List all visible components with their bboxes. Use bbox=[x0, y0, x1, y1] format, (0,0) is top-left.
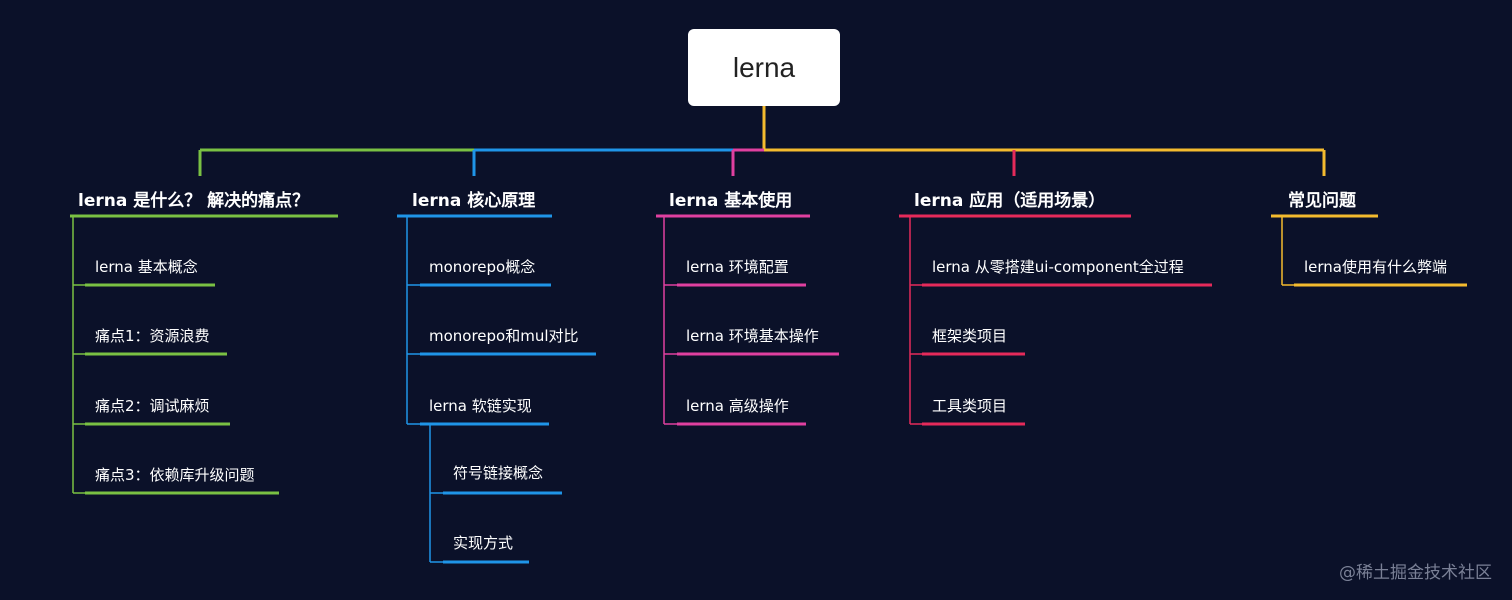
child-node[interactable]: 痛点3：依赖库升级问题 bbox=[95, 466, 255, 484]
child-node[interactable]: lerna 从零搭建ui-component全过程 bbox=[932, 258, 1184, 276]
root-node[interactable]: lerna bbox=[688, 29, 840, 106]
child-node[interactable]: lerna 高级操作 bbox=[686, 397, 789, 415]
child-node[interactable]: lerna 软链实现 bbox=[429, 397, 532, 415]
child-node[interactable]: lerna 基本概念 bbox=[95, 258, 198, 276]
branch-label[interactable]: 常见问题 bbox=[1288, 191, 1356, 211]
child-node[interactable]: lerna 环境基本操作 bbox=[686, 327, 819, 345]
child-node[interactable]: lerna使用有什么弊端 bbox=[1304, 258, 1447, 276]
child-node[interactable]: 框架类项目 bbox=[932, 327, 1008, 345]
child-node[interactable]: 痛点1：资源浪费 bbox=[95, 327, 210, 345]
sub-child-node[interactable]: 实现方式 bbox=[453, 534, 514, 552]
child-node[interactable]: monorepo概念 bbox=[429, 258, 536, 276]
branch-label[interactable]: lerna 核心原理 bbox=[412, 191, 536, 211]
child-node[interactable]: 工具类项目 bbox=[932, 397, 1008, 415]
child-node[interactable]: lerna 环境配置 bbox=[686, 258, 789, 276]
branch-label[interactable]: lerna 应用（适用场景） bbox=[914, 191, 1106, 211]
branch-label[interactable]: lerna 基本使用 bbox=[669, 191, 793, 211]
child-node[interactable]: monorepo和mul对比 bbox=[429, 327, 579, 345]
child-node[interactable]: 痛点2：调试麻烦 bbox=[95, 397, 210, 415]
sub-child-node[interactable]: 符号链接概念 bbox=[453, 464, 544, 482]
watermark: @稀土掘金技术社区 bbox=[1339, 563, 1492, 583]
branch-label[interactable]: lerna 是什么？ 解决的痛点？ bbox=[78, 191, 310, 211]
